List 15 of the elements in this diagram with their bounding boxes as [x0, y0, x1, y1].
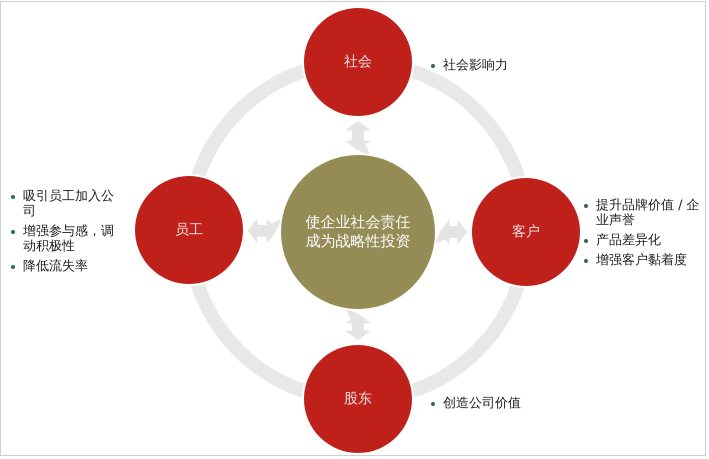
node-label: 使企业社会责任成为战略性投资 — [304, 212, 412, 252]
bullet-text: 降低流失率 — [23, 259, 89, 274]
bullet-text: 提升品牌价值 / 企业声誉 — [596, 198, 701, 228]
bullet-text: 吸引员工加入公司 — [23, 189, 115, 219]
double-arrow — [346, 120, 370, 150]
bullet-text: 产品差异化 — [596, 233, 662, 248]
bullet-text: 创造公司价值 — [443, 396, 522, 411]
node-label: 员工 — [175, 220, 203, 240]
node-label: 客户 — [512, 222, 540, 242]
double-arrow — [346, 314, 370, 340]
bullet-text: 增强参与感，调动积极性 — [23, 224, 115, 254]
bullet-text: 增强客户黏着度 — [596, 253, 688, 268]
bullet-text: 社会影响力 — [443, 58, 509, 73]
node-label: 社会 — [344, 52, 372, 72]
node-label: 股东 — [344, 390, 372, 408]
